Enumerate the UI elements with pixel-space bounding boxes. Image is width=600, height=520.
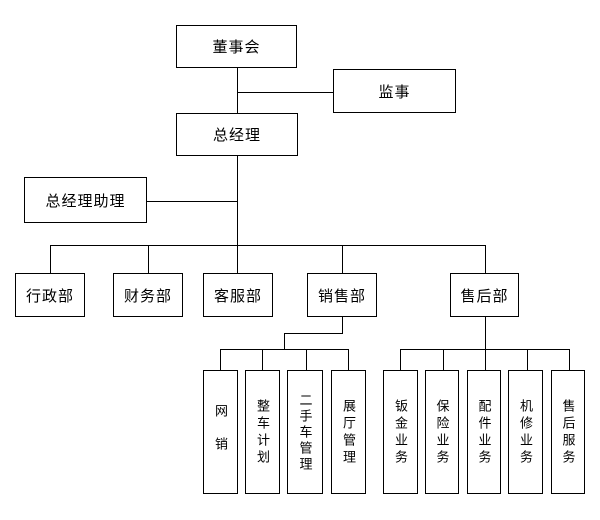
connector-drop-admin xyxy=(50,245,51,273)
node-general-manager: 总经理 xyxy=(176,113,298,156)
connector-drop-sales xyxy=(342,245,343,273)
node-board-label: 董事会 xyxy=(212,39,261,56)
node-parts-business-label: 配件业务 xyxy=(476,399,492,467)
node-sales-dept-label: 销售部 xyxy=(317,287,366,305)
node-vehicle-planning: 整车计划 xyxy=(245,370,280,494)
node-gm-assistant-label: 总经理助理 xyxy=(45,192,126,210)
node-sheet-metal-business: 钣金业务 xyxy=(383,370,418,494)
node-supervisor-label: 监事 xyxy=(378,83,411,101)
node-gm-assistant: 总经理助理 xyxy=(24,177,147,223)
node-supervisor: 监事 xyxy=(333,69,456,113)
node-finance-dept: 财务部 xyxy=(113,273,183,317)
connector-drop-online-sales xyxy=(220,349,221,370)
connector-board-gm xyxy=(237,68,238,113)
node-used-car-management: 二手车管理 xyxy=(287,370,323,494)
connector-drop-vehicle-planning xyxy=(262,349,263,370)
node-admin-dept-label: 行政部 xyxy=(25,287,74,305)
node-after-sales-dept: 售后部 xyxy=(450,273,519,317)
connector-drop-showroom xyxy=(348,349,349,370)
node-customer-service-dept-label: 客服部 xyxy=(213,287,262,305)
connector-drop-sheet-metal xyxy=(400,349,401,370)
node-parts-business: 配件业务 xyxy=(467,370,501,494)
connector-sales-step-down xyxy=(342,317,343,333)
connector-drop-after-sales xyxy=(485,245,486,273)
node-vehicle-planning-label: 整车计划 xyxy=(255,399,270,467)
node-insurance-business: 保险业务 xyxy=(425,370,459,494)
connector-drop-used-car xyxy=(306,349,307,370)
node-customer-service-dept: 客服部 xyxy=(203,273,273,317)
node-finance-dept-label: 财务部 xyxy=(123,287,172,305)
node-used-car-management-label: 二手车管理 xyxy=(297,392,313,473)
connector-sales-step-across xyxy=(284,333,343,334)
node-after-sales-service-label: 售后服务 xyxy=(560,399,576,467)
connector-after-sales-stem xyxy=(485,317,486,370)
node-mechanical-repair-business: 机修业务 xyxy=(508,370,543,494)
connector-dept-rail xyxy=(50,245,485,246)
connector-gm-assistant xyxy=(147,201,237,202)
connector-sales-rail xyxy=(220,349,349,350)
node-showroom-management: 展厅管理 xyxy=(331,370,366,494)
connector-after-sales-rail xyxy=(400,349,569,350)
node-sales-dept: 销售部 xyxy=(307,273,377,317)
node-online-sales-label: 网销 xyxy=(213,404,228,470)
node-mechanical-repair-business-label: 机修业务 xyxy=(518,399,533,467)
connector-drop-customer-service xyxy=(237,245,238,273)
node-admin-dept: 行政部 xyxy=(15,273,85,317)
node-insurance-business-label: 保险业务 xyxy=(434,399,450,467)
connector-drop-insurance xyxy=(443,349,444,370)
connector-sales-step-down2 xyxy=(284,333,285,349)
node-online-sales: 网销 xyxy=(203,370,238,494)
connector-gm-trunk xyxy=(237,156,238,245)
connector-drop-finance xyxy=(148,245,149,273)
node-board: 董事会 xyxy=(176,25,297,68)
node-general-manager-label: 总经理 xyxy=(212,127,261,144)
node-showroom-management-label: 展厅管理 xyxy=(341,399,356,467)
connector-drop-after-sales-service xyxy=(569,349,570,370)
node-after-sales-service: 售后服务 xyxy=(551,370,585,494)
connector-board-supervisor xyxy=(237,92,333,93)
node-sheet-metal-business-label: 钣金业务 xyxy=(393,399,408,467)
connector-drop-mech-repair xyxy=(527,349,528,370)
node-after-sales-dept-label: 售后部 xyxy=(460,287,509,305)
